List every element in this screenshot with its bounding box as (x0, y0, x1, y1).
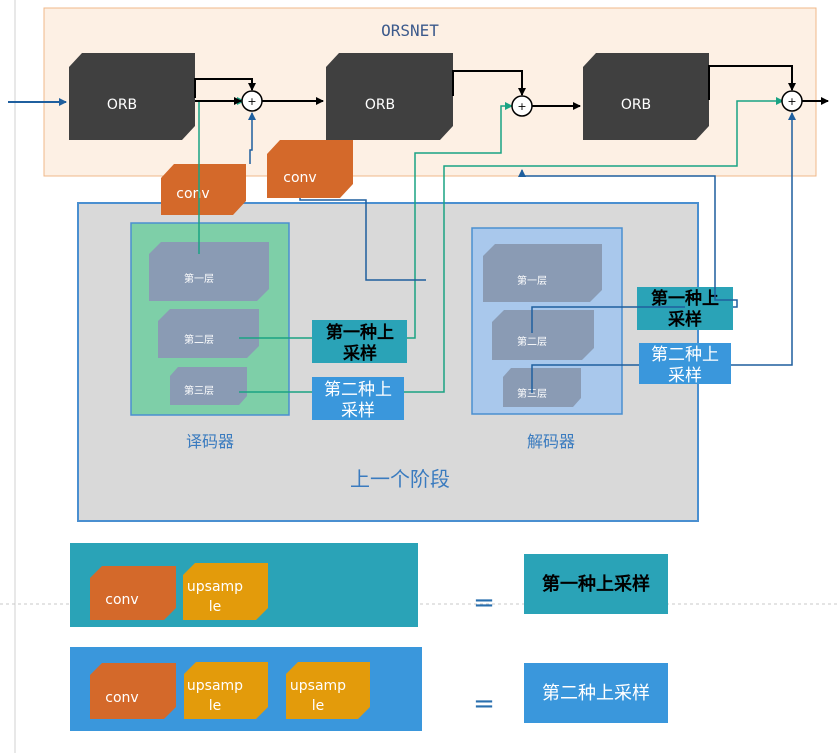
legend-row-2-result-box (524, 663, 668, 723)
conv-block-left: conv (161, 164, 246, 215)
decoder-layer-1: 第一层 (483, 244, 602, 302)
prev-stage-title: 上一个阶段 (350, 467, 450, 491)
svg-text:conv: conv (176, 186, 209, 202)
svg-text:conv: conv (283, 170, 316, 186)
encoder-layer-2: 第二层 (158, 309, 259, 358)
conv-block-right: conv (267, 140, 353, 198)
legend-row-1-conv: conv (90, 566, 176, 620)
sum-node-1: + (241, 90, 263, 112)
legend-row-1-result-box (524, 554, 668, 614)
legend-row-2-equals: = (473, 689, 495, 719)
legend-row-1-equals: = (473, 588, 495, 618)
svg-text:第三层: 第三层 (517, 387, 547, 400)
encoder-layer-3: 第三层 (170, 367, 247, 405)
second-upsample-box-left: 第二种上采样 (312, 377, 404, 421)
svg-text:第三层: 第三层 (184, 384, 214, 397)
legend-row-2-result: 第二种上采样 (542, 683, 650, 704)
first-upsample-right-line-1: 第一种上采样 (651, 288, 719, 330)
orb-block-2: ORB (326, 53, 453, 140)
legend-row-2-conv: conv (90, 663, 176, 719)
main-flow (194, 65, 829, 110)
orb-block-1: ORB (69, 53, 195, 140)
svg-text:第一层: 第一层 (517, 274, 547, 287)
svg-text:+: + (787, 95, 796, 108)
encoder-layer-1: 第一层 (149, 242, 269, 301)
second-upsample-box-right: 第二种上采样 (639, 343, 731, 386)
first-upsample-box-right: 第一种上采样 (637, 287, 733, 330)
legend-row-1-result: 第一种上采样 (542, 573, 650, 595)
blue-connectors (248, 112, 796, 393)
encoder-label: 译码器 (186, 432, 234, 451)
decoder-layer-2: 第二层 (492, 310, 594, 360)
sum-node-3: + (781, 90, 803, 112)
second-upsample-right-line-1: 第二种上采样 (651, 345, 719, 386)
svg-text:第二层: 第二层 (184, 333, 214, 346)
svg-text:第二层: 第二层 (517, 335, 547, 348)
sum-node-2: + (511, 95, 533, 117)
decoder-label: 解码器 (527, 432, 575, 451)
svg-text:+: + (247, 95, 256, 108)
decoder-layer-3: 第三层 (503, 368, 581, 407)
svg-text:ORB: ORB (365, 97, 395, 113)
svg-text:ORB: ORB (107, 97, 137, 113)
svg-text:conv: conv (105, 690, 138, 706)
second-upsample-left-line-1: 第二种上采样 (324, 380, 392, 421)
svg-text:+: + (517, 100, 526, 113)
orsnet-title: ORSNET (381, 21, 439, 40)
svg-text:ORB: ORB (621, 97, 651, 113)
first-upsample-box-left: 第一种上采样 (312, 320, 407, 364)
orb-block-3: ORB (583, 53, 709, 140)
svg-text:第一层: 第一层 (184, 272, 214, 285)
svg-text:conv: conv (105, 592, 138, 608)
first-upsample-left-line-1: 第一种上采样 (326, 322, 394, 364)
